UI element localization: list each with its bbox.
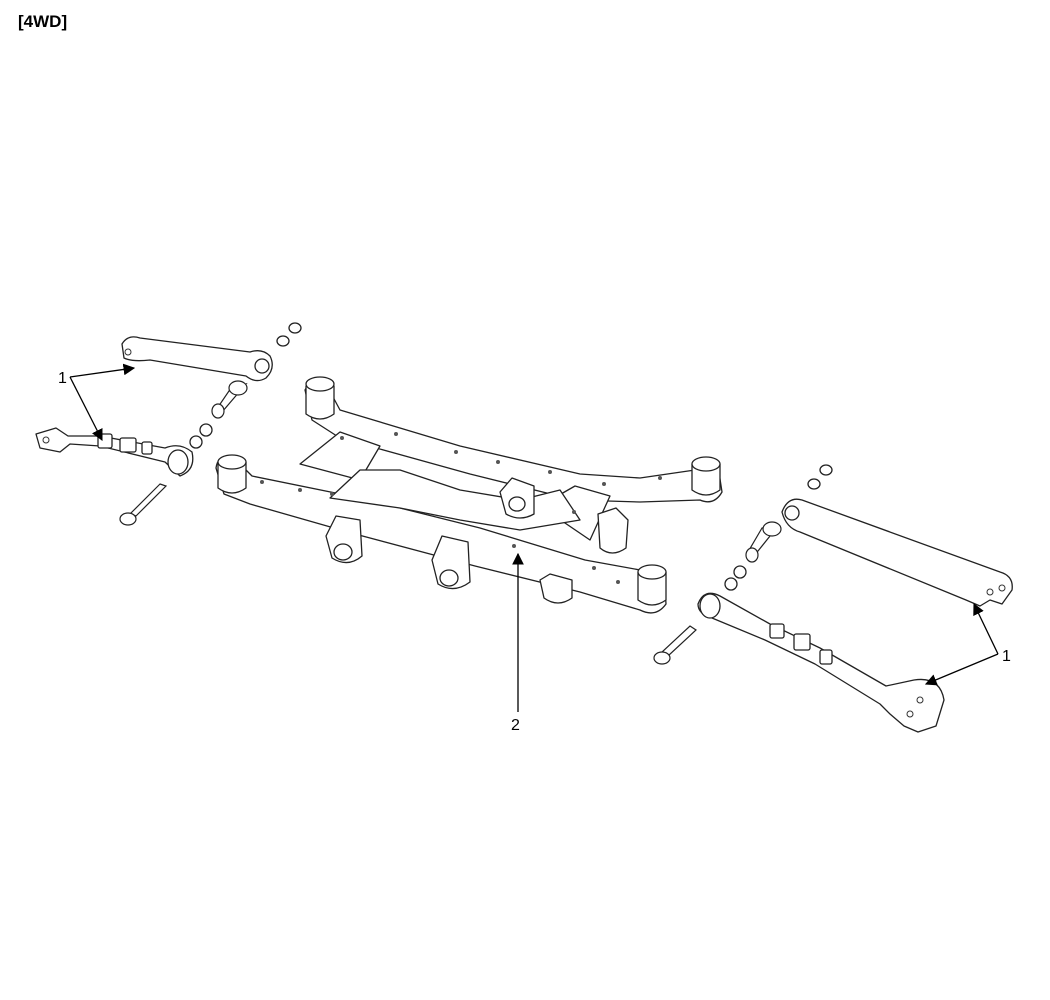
crossmember-bushing: [305, 376, 335, 420]
right-lower-arm: [697, 592, 945, 733]
svg-text:1: 1: [58, 370, 67, 387]
left-lower-bolt: [119, 483, 168, 526]
crossmember-holes: [260, 432, 662, 584]
crossmember: [215, 376, 723, 614]
crossmember-bracket: [539, 573, 573, 604]
diagram-title: [4WD]: [18, 12, 68, 31]
left-lower-arm: [35, 427, 194, 477]
crossmember-bracket: [597, 507, 629, 554]
right-lower-washers: [724, 565, 747, 591]
callout-left-arms: 1: [58, 363, 136, 442]
svg-text:1: 1: [1002, 648, 1011, 665]
left-upper-arm: [121, 336, 273, 382]
left-upper-bolt: [211, 380, 248, 419]
svg-text:2: 2: [511, 717, 520, 734]
crossmember-bracket: [325, 515, 363, 564]
right-upper-bolt: [745, 521, 782, 563]
right-upper-arm: [781, 498, 1013, 607]
left-upper-washers: [276, 322, 302, 347]
callout-right-arms: 1: [924, 602, 1011, 686]
right-lower-bolt: [653, 625, 697, 665]
callout-crossmember: 2: [511, 552, 524, 734]
left-lower-washers: [189, 423, 213, 449]
crossmember-bushing: [691, 456, 721, 496]
crossmember-bushing: [217, 454, 247, 494]
crossmember-bushing: [637, 564, 667, 606]
right-upper-washers: [807, 464, 833, 490]
crossmember-bracket: [431, 535, 471, 590]
crossmember-bracket: [499, 477, 535, 519]
